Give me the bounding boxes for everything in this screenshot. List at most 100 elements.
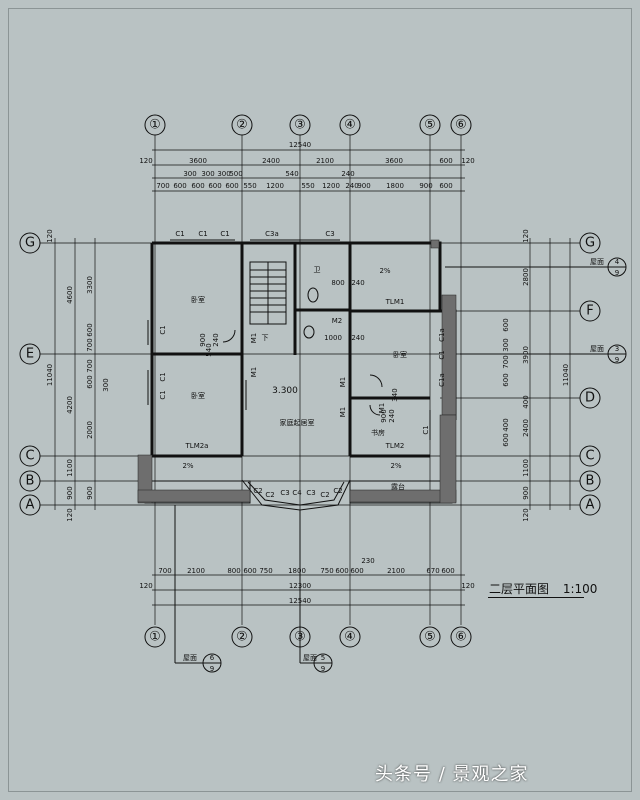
- dim-right: 400: [522, 395, 530, 408]
- window-label: C1: [159, 372, 167, 381]
- window-label: C2: [265, 491, 274, 499]
- drawing-title: 二层平面图: [489, 582, 550, 596]
- dim-top: 2400: [262, 157, 280, 165]
- dim-left: 2000: [86, 421, 94, 439]
- axis-label-e: E: [26, 347, 34, 362]
- window-label: C1a: [438, 328, 446, 342]
- dim-left: 700: [86, 359, 94, 372]
- dim-top: 300: [183, 170, 196, 178]
- section-ref-bottom: 9: [615, 269, 619, 277]
- dim-top: 600: [225, 182, 238, 190]
- dim-top: 3600: [385, 157, 403, 165]
- dim-bottom: 700: [158, 567, 171, 575]
- watermark-text: 头条号 / 景观之家: [375, 764, 529, 785]
- dim-top: 1200: [266, 182, 284, 190]
- dim-top: 3600: [189, 157, 207, 165]
- dim-top: 600: [439, 182, 452, 190]
- dim-top: 550: [243, 182, 256, 190]
- dim-right: 300: [502, 338, 510, 351]
- dim-top: 540: [285, 170, 298, 178]
- axis-label-c-right: C: [585, 449, 594, 464]
- dim-inner: 240: [212, 333, 220, 346]
- dim-bottom: 120: [139, 582, 152, 590]
- axis-label-4: ④: [344, 118, 356, 133]
- dim-bottom: 800: [227, 567, 240, 575]
- room-label-bathroom: 书房: [371, 428, 385, 437]
- dim-total-bottom: 12540: [289, 597, 311, 605]
- dim-right: 3900: [522, 346, 530, 364]
- axis-label-g: G: [25, 236, 35, 251]
- section-ref-top: 4: [615, 258, 620, 266]
- hatched-walls: [137, 239, 457, 504]
- dim-bottom: 2100: [187, 567, 205, 575]
- drawing-scale: 1:100: [562, 582, 598, 596]
- axis-label-b-right: B: [586, 474, 595, 489]
- dim-right: 600: [502, 433, 510, 446]
- door-label: TLM2a: [185, 442, 209, 450]
- axis-label-6: ⑥: [455, 118, 467, 133]
- section-ref-label: 屋面: [183, 654, 197, 662]
- room-label-washroom: 卫: [314, 266, 321, 274]
- dim-bottom: 600: [441, 567, 454, 575]
- dim-right: 2400: [522, 419, 530, 437]
- axis-label-5: ⑤: [424, 118, 436, 133]
- window-label: C1: [438, 350, 446, 359]
- dim-inner: 240: [388, 409, 396, 422]
- dim-left: 900: [66, 486, 74, 499]
- dim-inner: 800: [331, 279, 344, 287]
- room-label-bedroom3: 卧室: [393, 350, 407, 359]
- room-label-balcony: 露台: [391, 482, 405, 491]
- window-label: C4: [292, 489, 302, 497]
- dim-right: 120: [522, 229, 530, 242]
- door-label: TLM1: [385, 298, 405, 306]
- dim-left: 3300: [86, 276, 94, 294]
- window-label: C1: [175, 230, 184, 238]
- room-label-family: 家庭起居室: [280, 418, 315, 427]
- door-label: M2: [332, 317, 343, 325]
- section-ref-top: 3: [615, 345, 619, 353]
- axis-label-1: ①: [149, 118, 161, 133]
- door-label: M1: [378, 403, 386, 414]
- window-label: C1: [422, 425, 430, 434]
- door-label: M1: [250, 367, 258, 378]
- dim-top: 600: [173, 182, 186, 190]
- door-label: M1: [339, 377, 347, 388]
- door-label: TLM2: [385, 442, 405, 450]
- stairs-down-label: 下: [262, 334, 269, 342]
- section-ref-bottom: 9: [210, 665, 214, 673]
- dim-top: 240: [341, 170, 354, 178]
- window-label: C2: [253, 487, 262, 495]
- section-ref-label: 屋面: [303, 654, 317, 662]
- dim-top: 1800: [386, 182, 404, 190]
- dim-bottom: 2100: [387, 567, 405, 575]
- dim-left: 600: [86, 323, 94, 336]
- window-label: C2: [333, 487, 342, 495]
- dim-right: 700: [502, 355, 510, 368]
- door-label: M1: [339, 407, 347, 418]
- axis-label-g-right: G: [585, 236, 595, 251]
- axis-label-6-bottom: ⑥: [455, 630, 467, 645]
- dim-left: 4600: [66, 286, 74, 304]
- window-label: C3: [306, 489, 315, 497]
- dim-right: 120: [522, 508, 530, 521]
- axis-label-5-bottom: ⑤: [424, 630, 436, 645]
- dim-inner: 900: [199, 333, 207, 346]
- window-label: C1: [159, 325, 167, 334]
- window-label: C3: [325, 230, 334, 238]
- dim-left: 600: [86, 375, 94, 388]
- dim-bottom: 600: [350, 567, 363, 575]
- dim-right: 600: [502, 318, 510, 331]
- section-ref-label: 屋面: [590, 258, 604, 266]
- axis-label-2: ②: [236, 118, 248, 133]
- dim-top: 1200: [322, 182, 340, 190]
- elevation-label: 3.300: [272, 386, 298, 396]
- dim-subtotal-bottom: 12300: [289, 582, 311, 590]
- drawing-title-block: 二层平面图 1:100: [489, 580, 607, 597]
- dim-bottom: 670: [426, 567, 439, 575]
- section-ref-top: 6: [210, 654, 215, 662]
- dim-bottom: 1800: [288, 567, 306, 575]
- dim-inner: 900: [380, 409, 388, 422]
- axis-label-f-right: F: [586, 304, 593, 319]
- dim-left: 4200: [66, 396, 74, 414]
- dim-bottom: 750: [320, 567, 333, 575]
